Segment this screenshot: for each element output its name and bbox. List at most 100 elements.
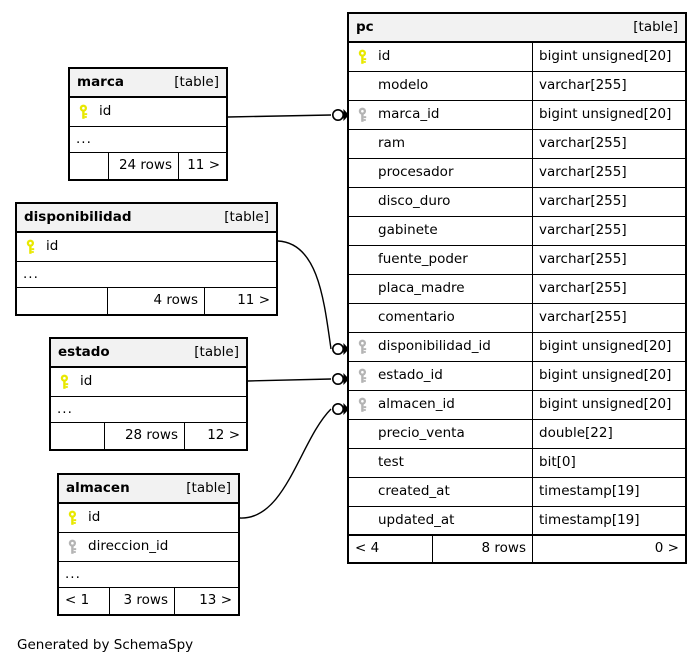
column-name-cell: procesador: [349, 159, 532, 187]
table-disponibilidad-ellipsis: ...: [17, 262, 276, 288]
foreign-key-icon: [357, 397, 371, 413]
column-name: id: [46, 238, 59, 255]
edge-estado-to-pc: [247, 372, 350, 386]
table-disponibilidad-columns: id: [17, 233, 276, 262]
table-disponibilidad-footer-next[interactable]: 11 >: [204, 288, 276, 314]
table-pc-row-comentario[interactable]: comentario varchar[255]: [349, 304, 685, 333]
table-pc-footer-next[interactable]: 0 >: [532, 536, 685, 562]
column-name: comentario: [378, 309, 455, 326]
table-marca[interactable]: marca [table] id ... 24 rows 11 >: [68, 67, 228, 181]
primary-key-icon: [78, 104, 92, 120]
column-name: disponibilidad_id: [378, 338, 491, 355]
table-almacen-footer-next[interactable]: 13 >: [174, 588, 238, 614]
column-name-cell: ram: [349, 130, 532, 158]
table-pc-row-estado_id[interactable]: estado_id bigint unsigned[20]: [349, 362, 685, 391]
column-name: modelo: [378, 77, 429, 94]
column-name-cell: updated_at: [349, 507, 532, 534]
foreign-key-icon: [357, 368, 371, 384]
table-disponibilidad-footer-prev[interactable]: [17, 288, 107, 314]
table-pc-row-created_at[interactable]: created_at timestamp[19]: [349, 478, 685, 507]
column-type: bigint unsigned[20]: [539, 48, 672, 65]
table-pc-footer-rows: 8 rows: [432, 536, 532, 562]
table-estado-columns: id: [51, 368, 246, 397]
table-estado-footer: 28 rows 12 >: [51, 423, 246, 449]
table-disponibilidad[interactable]: disponibilidad [table] id ... 4 rows 11 …: [15, 202, 278, 316]
table-almacen-footer-rows: 3 rows: [109, 588, 174, 614]
table-disponibilidad-row-id[interactable]: id: [17, 233, 276, 262]
column-name: fuente_poder: [378, 251, 468, 268]
table-estado-footer-prev[interactable]: [51, 423, 104, 449]
table-pc-header: pc [table]: [349, 14, 685, 43]
column-name: placa_madre: [378, 280, 465, 297]
column-type: varchar[255]: [539, 193, 627, 210]
table-estado-footer-next[interactable]: 12 >: [184, 423, 246, 449]
table-estado-title: estado: [58, 343, 110, 360]
column-type: bigint unsigned[20]: [539, 106, 672, 123]
table-almacen-row-direccion_id[interactable]: direccion_id: [59, 533, 238, 562]
table-marca-ellipsis: ...: [70, 127, 226, 153]
column-name-cell: test: [349, 449, 532, 477]
table-pc-row-disponibilidad_id[interactable]: disponibilidad_id bigint unsigned[20]: [349, 333, 685, 362]
table-disponibilidad-tag: [table]: [224, 208, 269, 225]
column-name: id: [378, 48, 391, 65]
column-name: id: [80, 373, 93, 390]
table-marca-footer: 24 rows 11 >: [70, 153, 226, 179]
table-pc-footer-prev[interactable]: < 4: [355, 540, 380, 557]
table-estado[interactable]: estado [table] id ... 28 rows 12 >: [49, 337, 248, 451]
primary-key-icon: [25, 239, 39, 255]
table-marca-footer-prev[interactable]: [70, 153, 108, 179]
table-marca-row-id[interactable]: id: [70, 98, 226, 127]
generated-by-caption: Generated by SchemaSpy: [17, 637, 194, 653]
table-pc-row-updated_at[interactable]: updated_at timestamp[19]: [349, 507, 685, 536]
column-type-cell: varchar[255]: [532, 304, 685, 332]
table-marca-columns: id: [70, 98, 226, 127]
table-estado-header: estado [table]: [51, 339, 246, 368]
column-type-cell: double[22]: [532, 420, 685, 448]
table-almacen-row-id[interactable]: id: [59, 504, 238, 533]
column-type-cell: bigint unsigned[20]: [532, 391, 685, 419]
column-type: bigint unsigned[20]: [539, 367, 672, 384]
table-pc-footer: < 4 8 rows 0 >: [349, 536, 685, 562]
table-estado-ellipsis: ...: [51, 397, 246, 423]
column-type-cell: bigint unsigned[20]: [532, 362, 685, 390]
table-pc-row-procesador[interactable]: procesador varchar[255]: [349, 159, 685, 188]
column-type-cell: varchar[255]: [532, 188, 685, 216]
column-type-cell: varchar[255]: [532, 217, 685, 245]
table-pc-row-id[interactable]: id bigint unsigned[20]: [349, 43, 685, 72]
column-name: created_at: [378, 483, 450, 500]
column-name: id: [88, 509, 101, 526]
column-name-cell: id: [17, 233, 276, 261]
column-name-cell: placa_madre: [349, 275, 532, 303]
column-name-cell: id: [70, 98, 226, 126]
table-estado-row-id[interactable]: id: [51, 368, 246, 397]
column-name-cell: direccion_id: [59, 533, 238, 561]
column-name: id: [99, 103, 112, 120]
table-almacen-footer-prev[interactable]: < 1: [65, 592, 90, 609]
column-name: ram: [378, 135, 405, 152]
column-type-cell: bigint unsigned[20]: [532, 43, 685, 71]
column-type: timestamp[19]: [539, 511, 640, 528]
column-type: varchar[255]: [539, 164, 627, 181]
column-name: estado_id: [378, 367, 443, 384]
column-type-cell: timestamp[19]: [532, 478, 685, 506]
column-type: timestamp[19]: [539, 483, 640, 500]
column-type-cell: bigint unsigned[20]: [532, 101, 685, 129]
column-type-cell: bigint unsigned[20]: [532, 333, 685, 361]
table-marca-footer-next[interactable]: 11 >: [178, 153, 226, 179]
primary-key-icon: [59, 374, 73, 390]
column-name-cell: modelo: [349, 72, 532, 100]
